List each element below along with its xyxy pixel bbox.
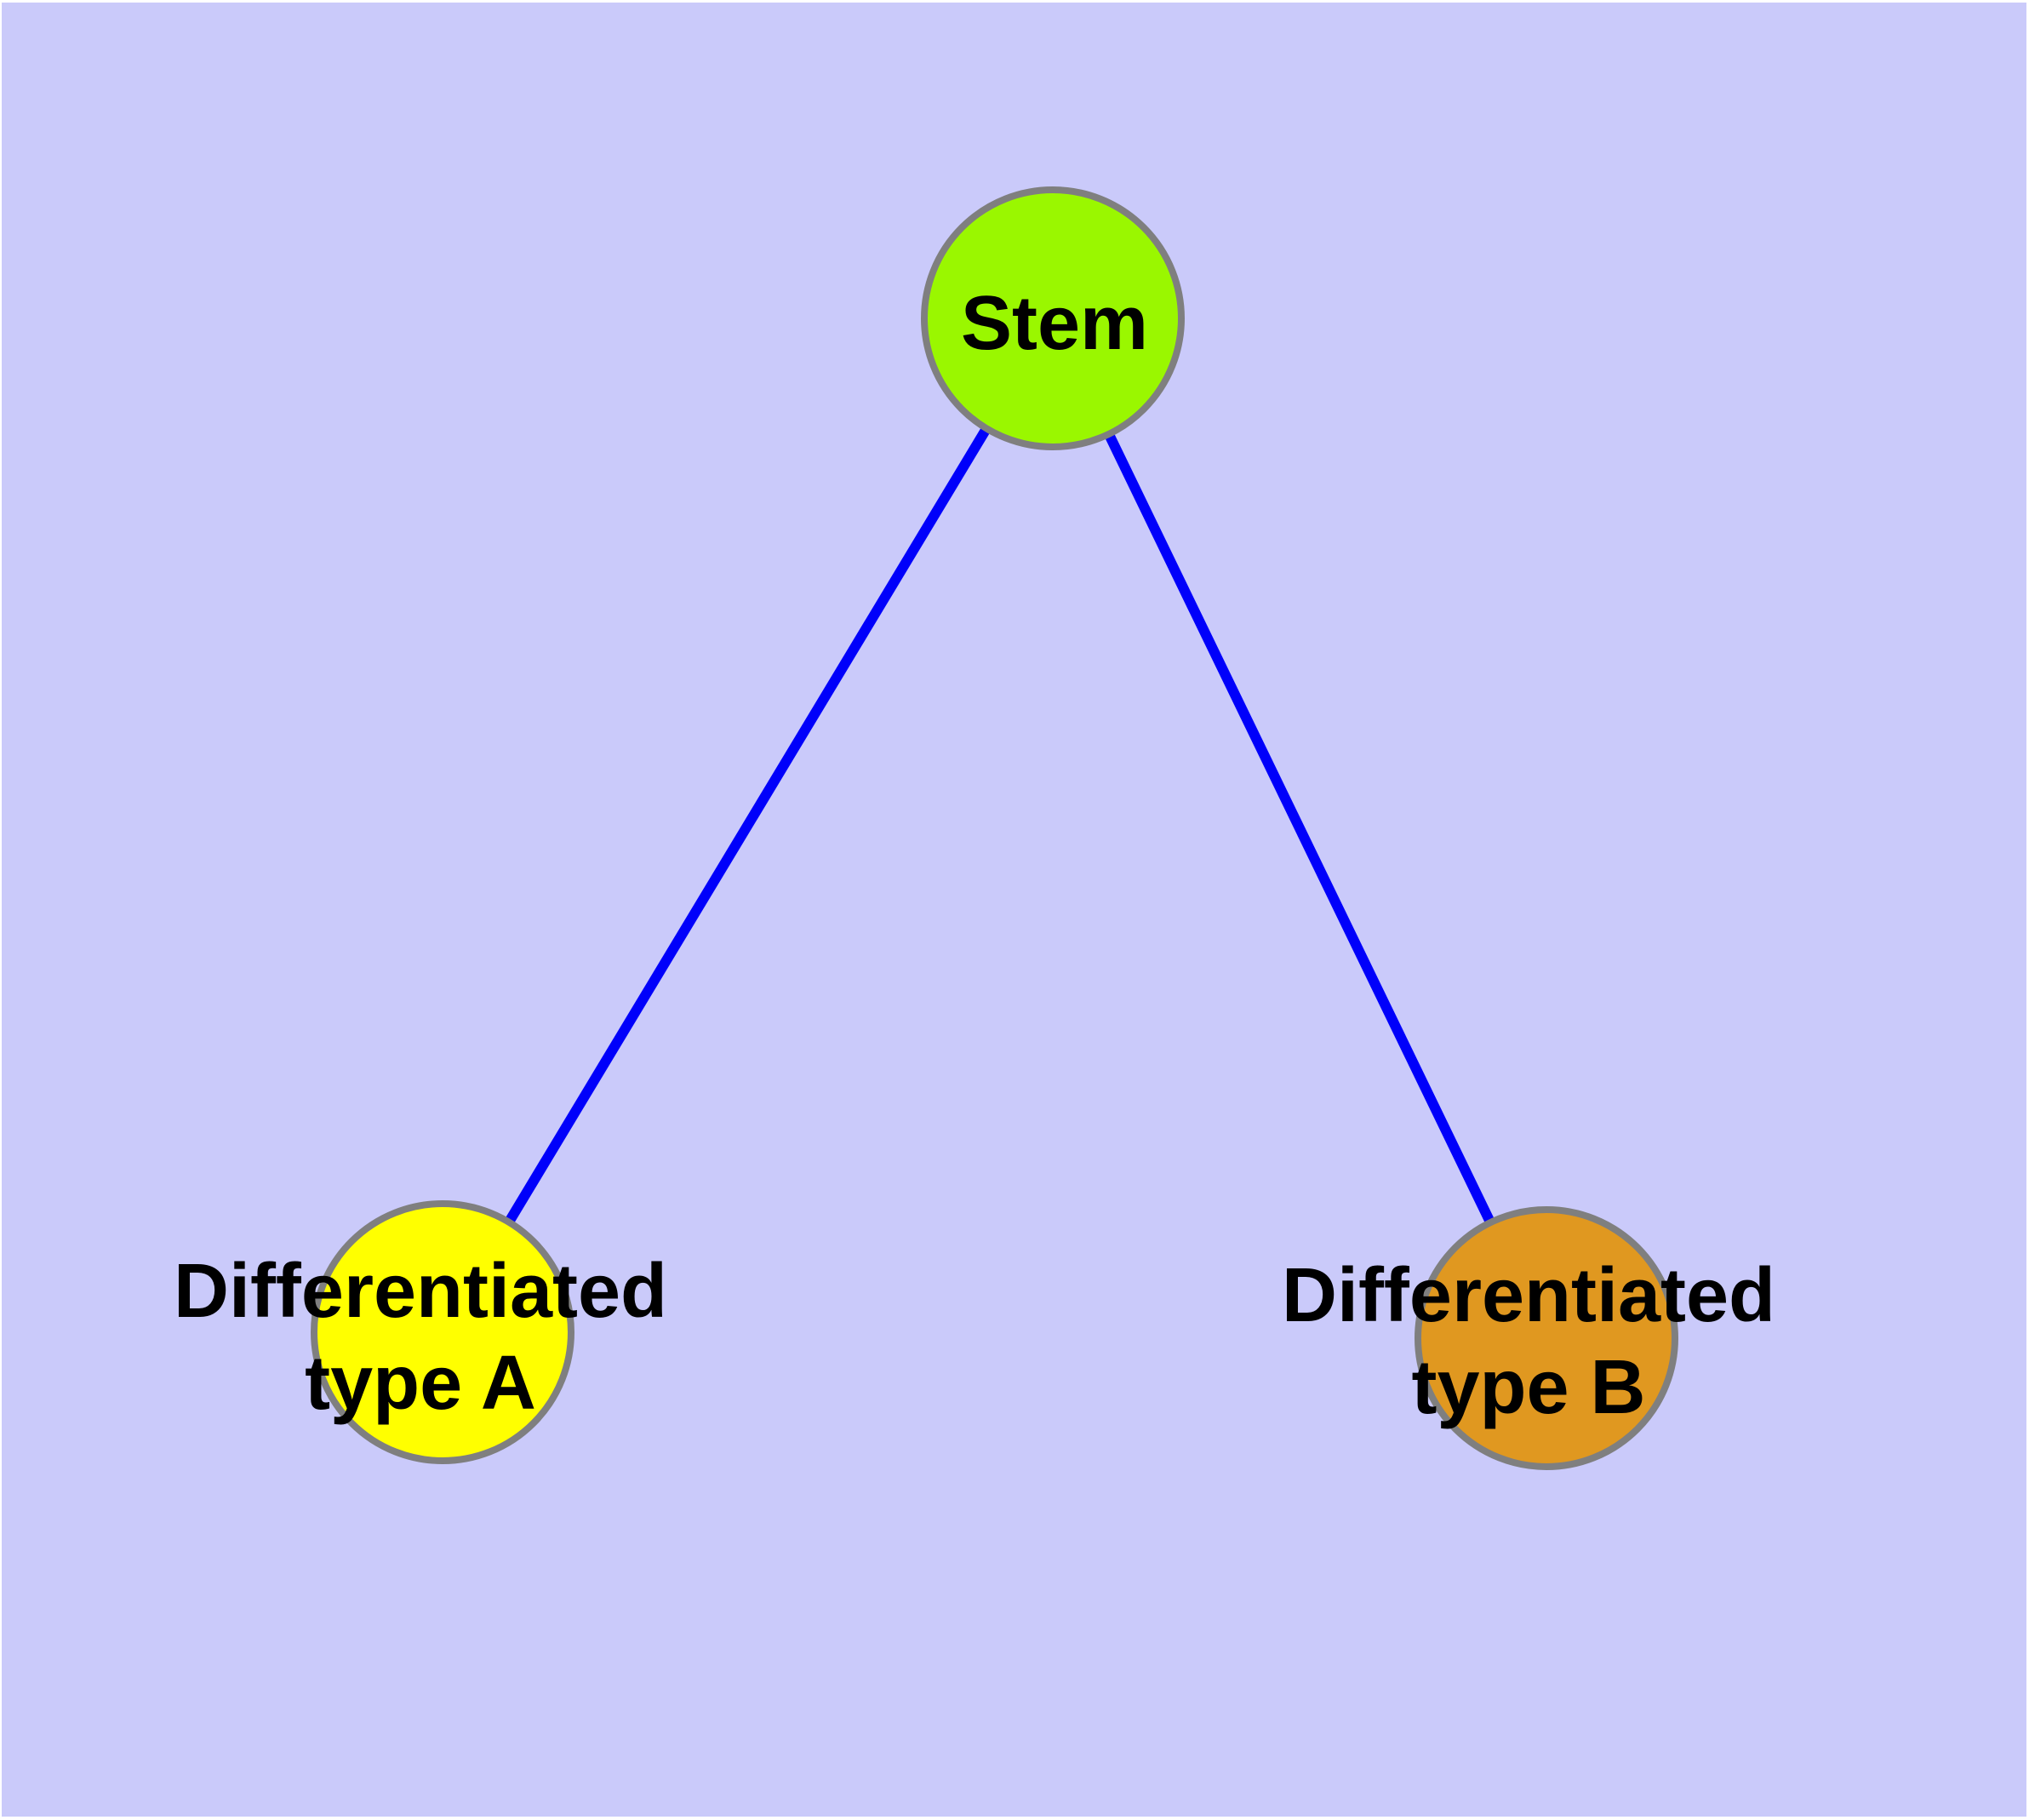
edge-layer: [437, 315, 1552, 1341]
node-type-b-label-line1: Differentiated: [1282, 1253, 1775, 1338]
node-differentiated-type-a: [311, 1200, 574, 1464]
node-type-a-label-line2: type A: [305, 1341, 536, 1426]
label-layer: Stem Differentiated type A Differentiate…: [174, 281, 1775, 1430]
node-type-a-label-line1: Differentiated: [174, 1249, 667, 1334]
node-type-b-label-line2: type B: [1411, 1345, 1645, 1430]
node-differentiated-type-b: [1415, 1206, 1678, 1470]
node-layer: [311, 186, 1678, 1470]
node-stem-label: Stem: [961, 281, 1148, 366]
edge-stem-to-type-a: [437, 315, 1058, 1336]
edge-stem-to-type-b: [1048, 316, 1552, 1341]
node-stem: [921, 186, 1185, 450]
